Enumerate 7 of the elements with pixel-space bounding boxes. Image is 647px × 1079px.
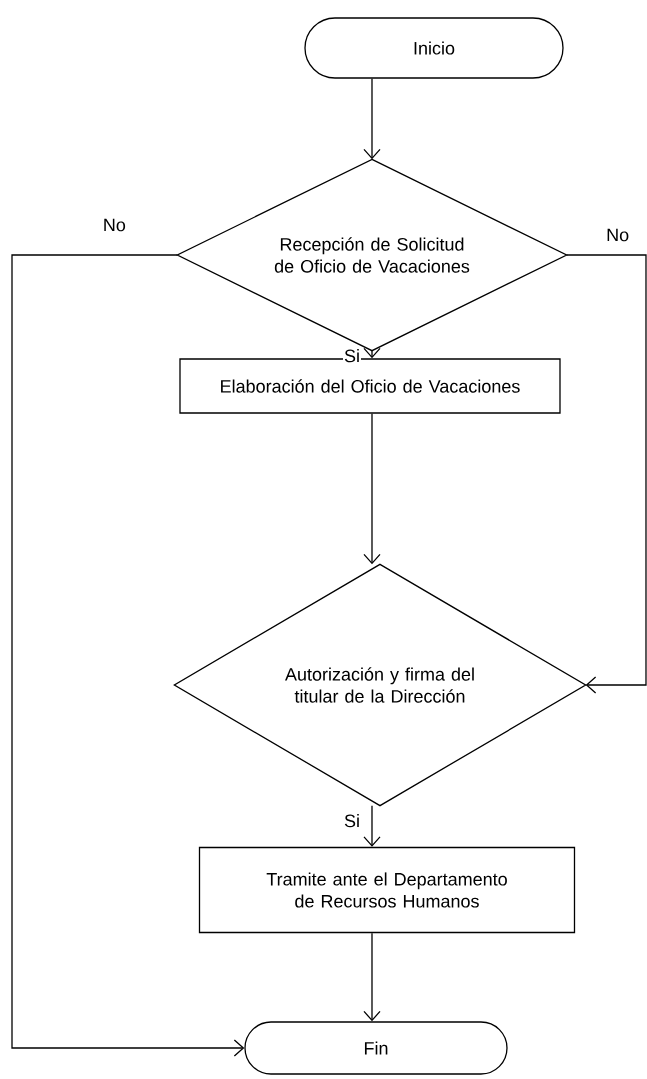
arrow <box>363 413 381 565</box>
arrow <box>363 805 381 847</box>
arrow <box>566 254 647 694</box>
arrow <box>363 932 381 1022</box>
arrow <box>11 254 245 1057</box>
arrow <box>363 78 381 160</box>
process-box: Tramite ante el Departamento de Recursos Humanos <box>198 846 576 934</box>
